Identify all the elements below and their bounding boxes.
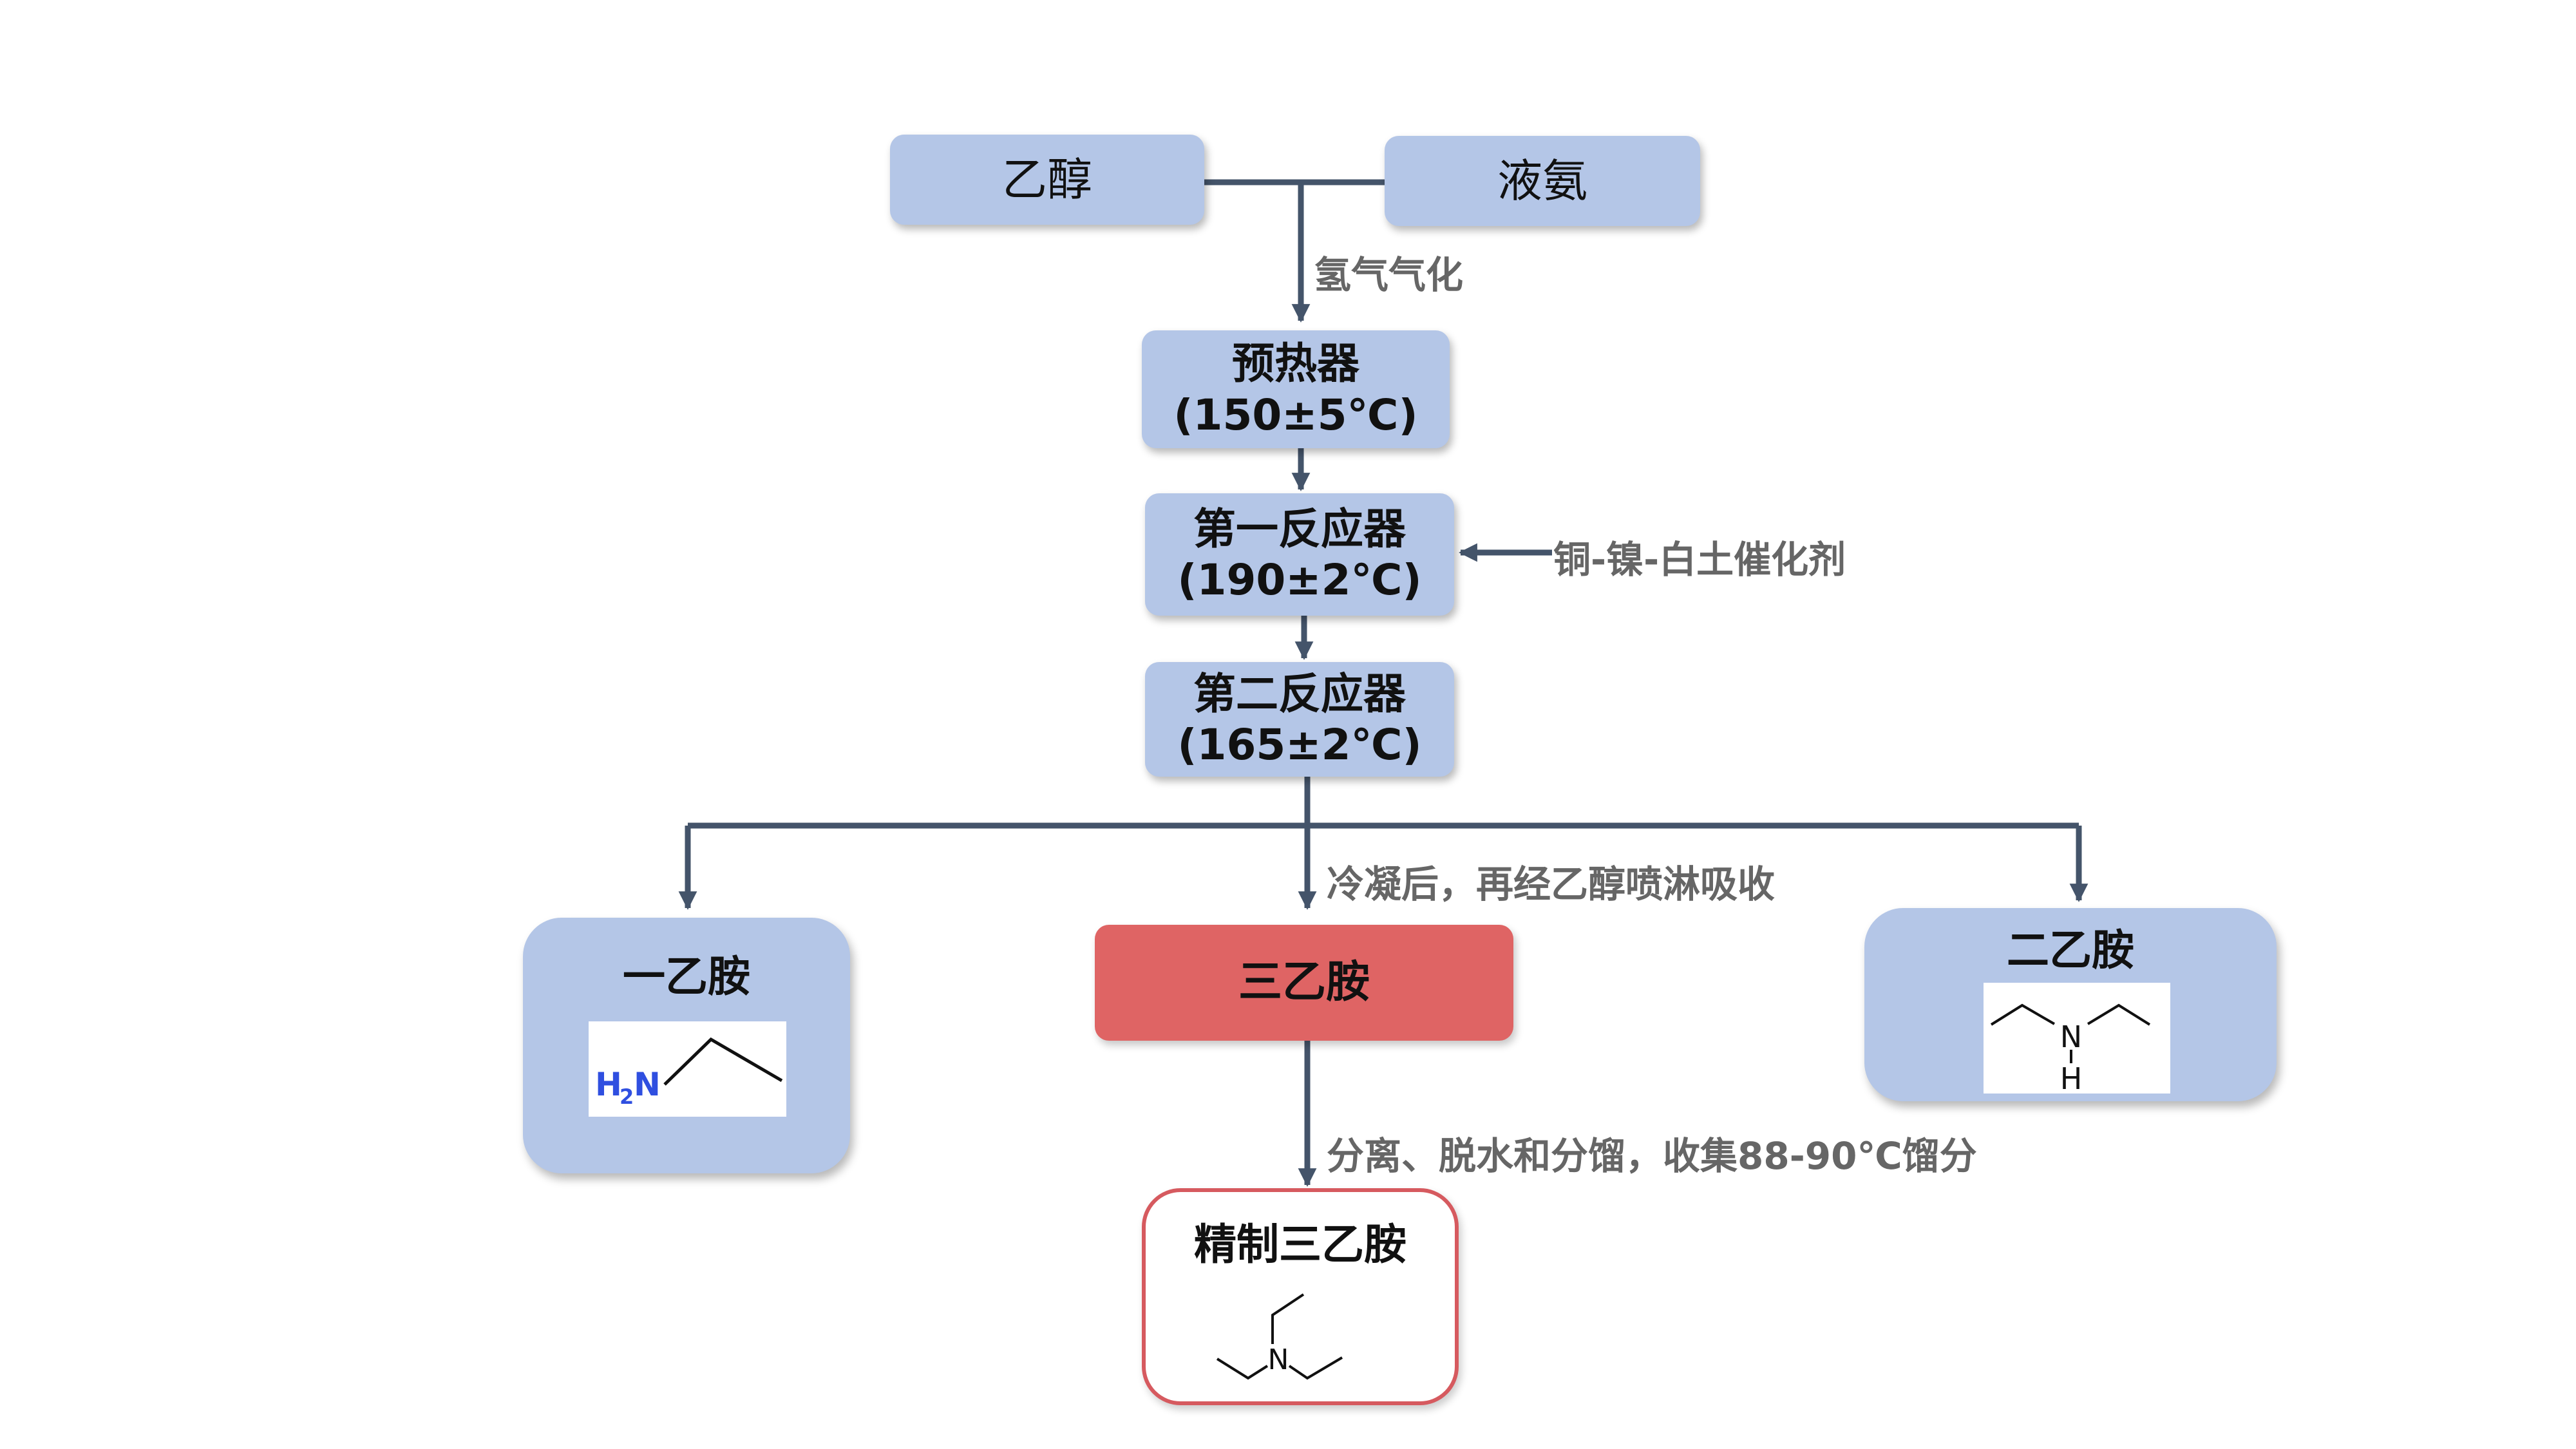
ethanol-label: 乙醇: [1002, 153, 1092, 206]
monoethylamine-name: 一乙胺: [623, 952, 750, 1001]
monoethylamine-n: N: [634, 1066, 661, 1103]
refined-triethylamine-name: 精制三乙胺: [1194, 1220, 1406, 1269]
triethylamine-structure: N: [1216, 1293, 1343, 1380]
monoethylamine-sub: 2: [620, 1084, 634, 1109]
reactor2-box: 第二反应器 (165±2℃): [1145, 662, 1454, 777]
liquid-ammonia-label: 液氨: [1497, 155, 1587, 207]
triethylamine-name: 三乙胺: [1238, 957, 1370, 1009]
diethylamine-n: N: [2060, 1019, 2082, 1054]
separation-label: 分离、脱水和分馏，收集88-90℃馏分: [1327, 1134, 1977, 1178]
reactor1-box: 第一反应器 (190±2℃): [1145, 493, 1454, 616]
ethanol-box: 乙醇: [890, 135, 1204, 225]
reactor2-temp: (165±2℃): [1177, 720, 1422, 770]
catalyst-label: 铜-镍-白土催化剂: [1553, 538, 1846, 582]
diethylamine-name: 二乙胺: [2007, 925, 2134, 975]
triethylamine-n: N: [1268, 1343, 1289, 1376]
reactor2-name: 第二反应器: [1193, 668, 1406, 719]
reactor1-temp: (190±2℃): [1177, 555, 1422, 605]
preheater-temp: (150±5℃): [1173, 390, 1418, 440]
diethylamine-structure: N H: [1984, 983, 2170, 1094]
condense-absorb-label: 冷凝后，再经乙醇喷淋吸收: [1327, 862, 1776, 906]
monoethylamine-structure: H 2 N: [589, 1021, 786, 1117]
preheater-box: 预热器 (150±5℃): [1142, 330, 1450, 448]
triethylamine-box: 三乙胺: [1095, 925, 1513, 1041]
hydrogen-gasification-label: 氢气气化: [1314, 253, 1464, 297]
diethylamine-h: H: [2060, 1061, 2083, 1094]
monoethylamine-h: H: [595, 1066, 622, 1103]
reactor1-name: 第一反应器: [1193, 504, 1406, 554]
liquid-ammonia-box: 液氨: [1385, 136, 1700, 226]
preheater-name: 预热器: [1232, 339, 1359, 389]
